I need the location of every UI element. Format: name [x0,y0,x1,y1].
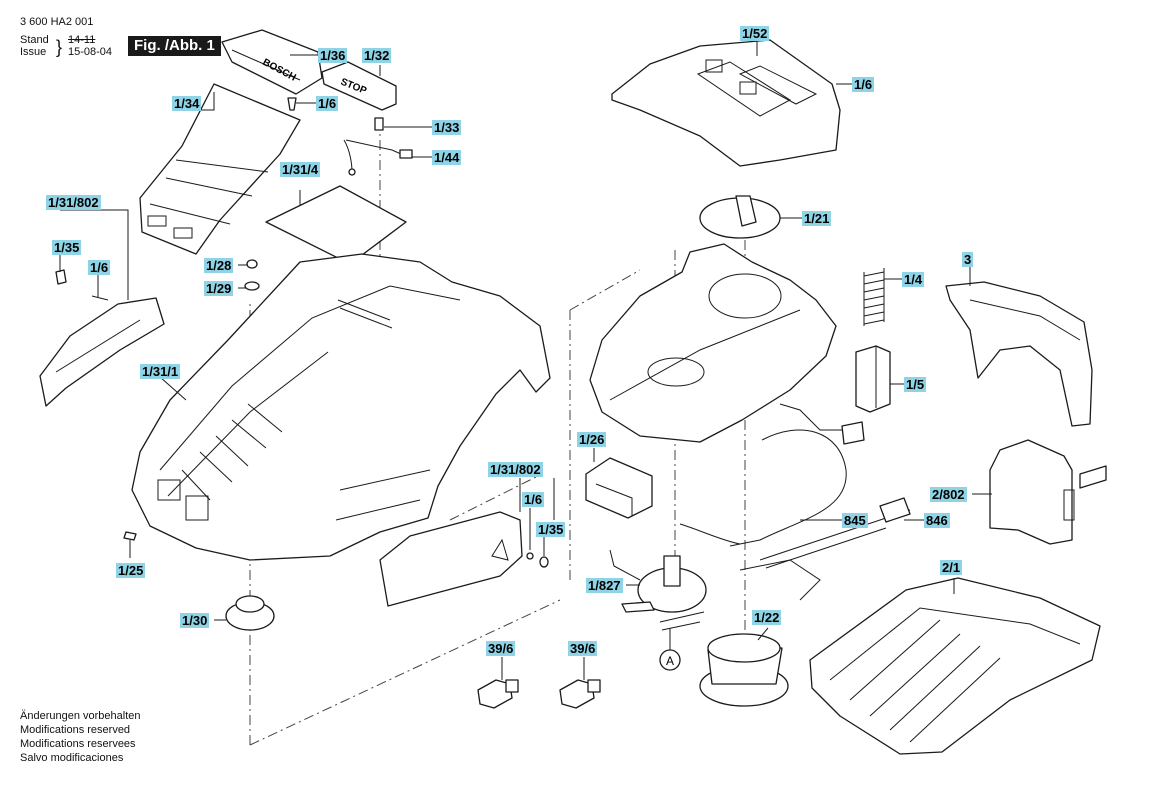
note-en: Modifications reserved [20,724,131,736]
cylinder-housing-part [699,633,789,707]
small-fasteners [55,97,413,541]
brace: } [56,37,63,57]
base-plate-part [809,577,1101,755]
label-1-35-right: 1/35 [536,522,566,537]
display-panel-part [611,39,841,167]
label-1-31-1: 1/31/1 [140,364,181,379]
label-39-6-left: 39/6 [486,641,516,656]
left-side-cover-part [39,297,165,407]
leader-lines [59,40,992,680]
label-1-36: 1/36 [318,48,348,63]
wiring-harness [679,403,911,601]
main-housing-part [131,253,551,561]
charging-contact-part [989,439,1107,545]
issue-label: Issue [20,46,47,58]
label-1-31-802-left: 1/31/802 [46,195,101,210]
front-lid-part [139,83,301,255]
holder-part [855,345,891,413]
label-1-5: 1/5 [904,377,927,392]
label-1-25: 1/25 [116,563,146,578]
label-1-31-802-right: 1/31/802 [488,462,543,477]
label-1-34: 1/34 [172,96,202,111]
stand-label: Stand [20,34,49,46]
label-1-33: 1/33 [432,120,462,135]
note-de: Änderungen vorbehalten [20,710,141,722]
reference-circle-a: A [659,628,681,671]
note-es: Salvo modificaciones [20,752,124,764]
connector-part-b [559,679,601,709]
label-846: 846 [924,513,950,528]
old-date: 14-11 [68,34,96,46]
label-1-32: 1/32 [362,48,392,63]
reference-letter: A [666,654,674,668]
spring-part [863,268,885,326]
stop-button-part: STOP [321,61,397,111]
label-1-44: 1/44 [432,150,462,165]
label-1-6-mid: 1/6 [522,492,545,507]
label-39-6-right: 39/6 [568,641,598,656]
label-1-21: 1/21 [802,211,832,226]
round-lid-part [699,195,781,239]
bosch-cover-part: BOSCH [221,29,323,95]
label-1-6-right: 1/6 [852,77,875,92]
right-side-cover-part [379,511,549,607]
label-1-26: 1/26 [577,432,607,447]
label-1-22: 1/22 [752,610,782,625]
label-2-1: 2/1 [940,560,963,575]
label-1-6-left: 1/6 [88,260,111,275]
hub-part [225,595,275,631]
label-1-31-4: 1/31/4 [280,162,321,177]
motor-mount-part [609,549,707,631]
label-1-29: 1/29 [204,281,234,296]
label-3: 3 [962,252,974,267]
label-1-28: 1/28 [204,258,234,273]
label-1-6-top: 1/6 [316,96,339,111]
label-1-4: 1/4 [902,272,925,287]
chassis-part [589,243,837,443]
issue-date: 15-08-04 [68,46,113,58]
label-1-30: 1/30 [180,613,210,628]
connector-part-a [477,679,519,709]
document-number: 3 600 HA2 001 [20,16,94,28]
figure-label: Fig. /Abb. 1 [128,36,221,56]
note-fr: Modifications reservees [20,738,136,750]
label-1-35-left: 1/35 [52,240,82,255]
label-1-52: 1/52 [740,26,770,41]
rear-flap-part [945,281,1093,427]
label-845: 845 [842,513,868,528]
label-1-827: 1/827 [586,578,623,593]
label-2-802: 2/802 [930,487,967,502]
battery-holder-part [585,457,653,519]
